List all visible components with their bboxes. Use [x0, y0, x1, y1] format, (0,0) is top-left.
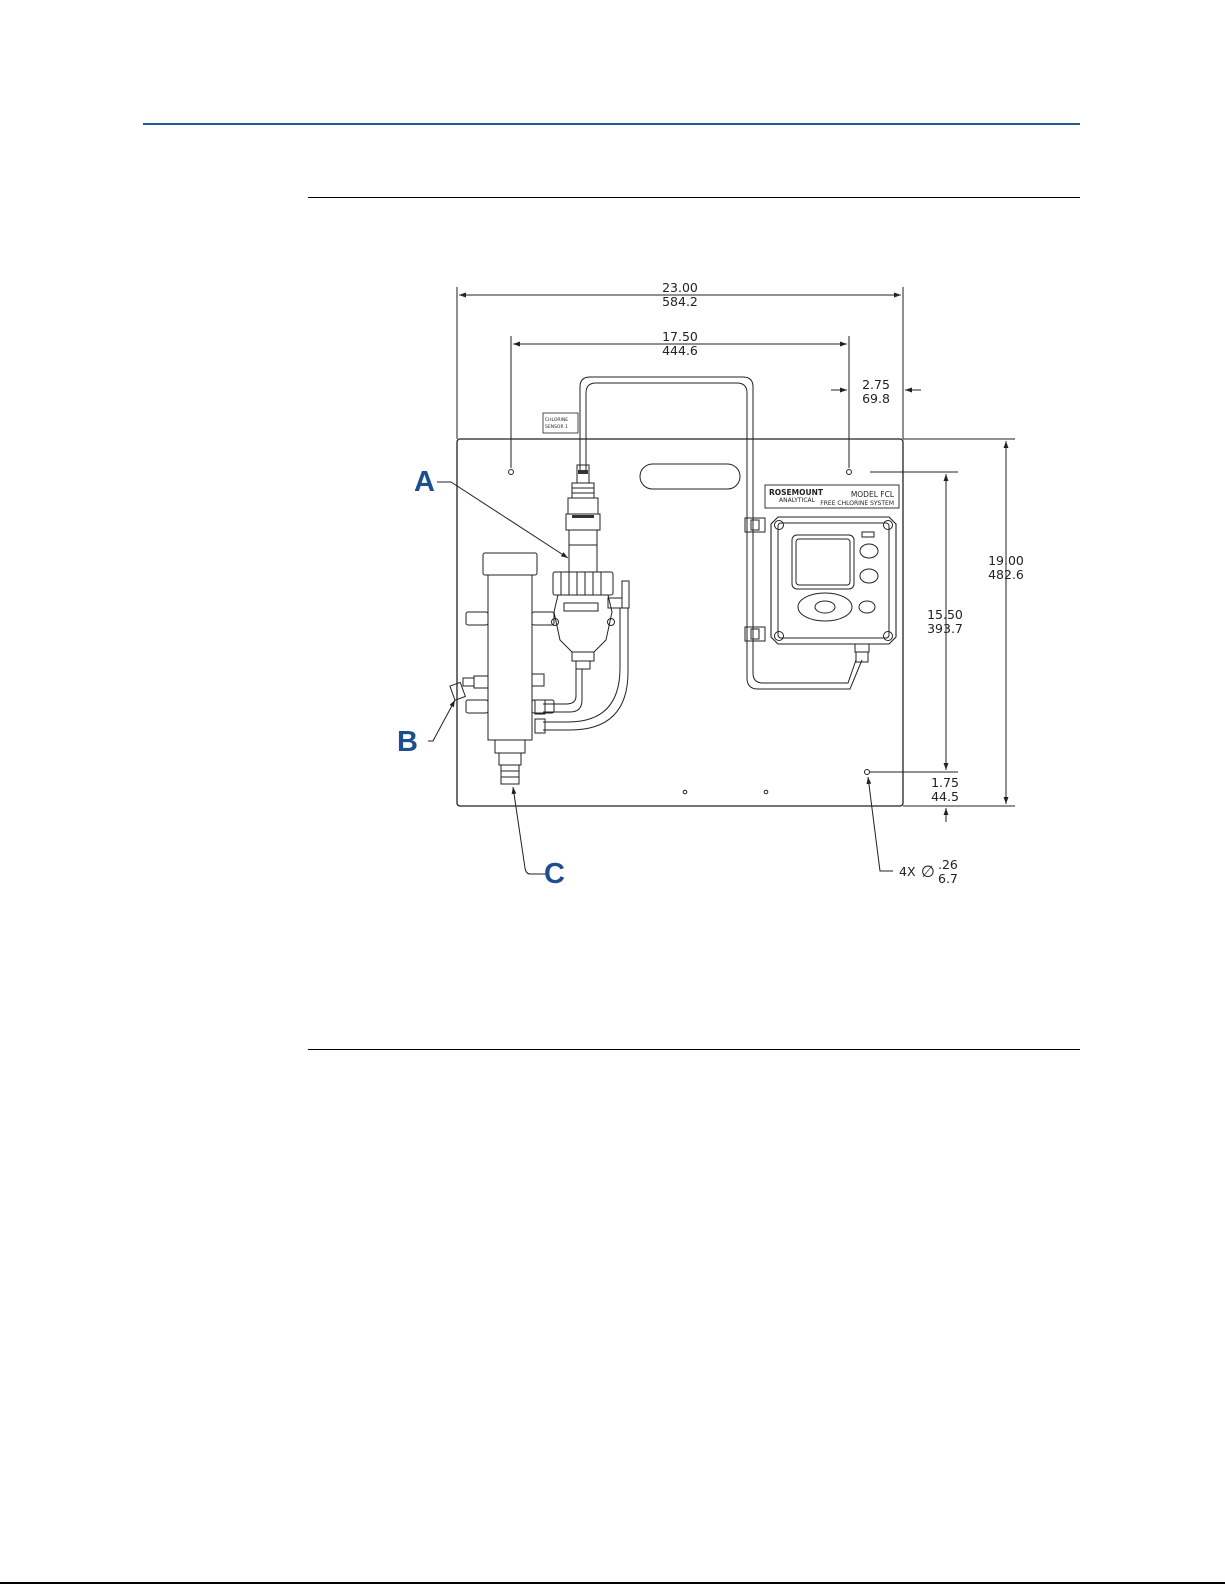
vertical-spacing-in: 15.50: [927, 607, 963, 622]
callout-a: A: [414, 466, 435, 498]
mounting-panel: [457, 439, 903, 806]
model-name: MODEL FCL: [851, 490, 895, 499]
sensor-locknut: [553, 572, 613, 595]
bottom-offset-mm: 44.5: [931, 789, 959, 804]
panel-slot: [640, 464, 740, 489]
overflow-sampler-body: [488, 575, 532, 740]
vertical-spacing-mm: 393.7: [927, 621, 963, 636]
diameter-symbol: ∅: [921, 862, 935, 881]
bottom-offset-in: 1.75: [931, 775, 959, 790]
hole-spacing-mm: 444.6: [662, 343, 698, 358]
analyzer-display: [792, 535, 854, 589]
sensor-tag: [543, 413, 578, 433]
mounting-hole: [509, 470, 514, 475]
hole-count: 4X: [899, 864, 916, 879]
overall-height-mm: 482.6: [988, 567, 1024, 582]
system-name: FREE CHLORINE SYSTEM: [820, 500, 894, 507]
enter-key: [815, 601, 835, 613]
flow-cell: [554, 595, 612, 652]
overflow-sampler-cap: [483, 553, 537, 575]
mounting-hole: [865, 770, 870, 775]
sensor-tag-line2: SENSOR 1: [545, 424, 568, 430]
overall-height-in: 19.00: [988, 553, 1024, 568]
brand-name: ROSEMOUNT: [769, 488, 824, 497]
menu-key: [860, 544, 878, 558]
callout-c: C: [544, 858, 565, 890]
brand-sub: ANALYTICAL: [779, 497, 816, 504]
edge-offset-mm: 69.8: [862, 391, 890, 406]
analyzer-enclosure: [771, 517, 896, 644]
edge-offset-in: 2.75: [862, 377, 890, 392]
overall-width-in: 23.00: [662, 280, 698, 295]
overall-width-mm: 584.2: [662, 294, 698, 309]
sensor-tag-line1: CHLORINE: [545, 417, 568, 423]
mounting-hole: [847, 470, 852, 475]
hole-dia-in: .26: [938, 857, 958, 872]
callout-b: B: [397, 726, 418, 758]
hole-spacing-in: 17.50: [662, 329, 698, 344]
hole-dia-mm: 6.7: [938, 871, 958, 886]
exit-key: [860, 569, 878, 583]
